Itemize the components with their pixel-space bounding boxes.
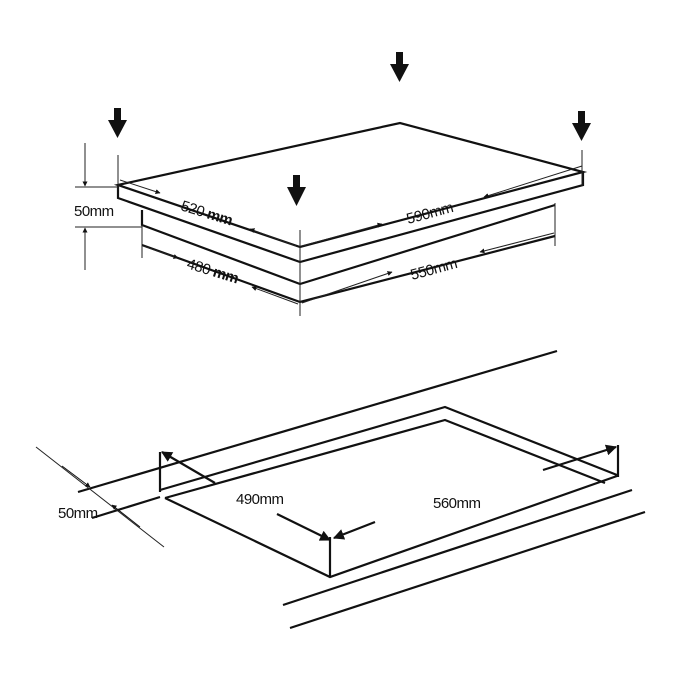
height-label: 50mm — [74, 203, 114, 220]
depth-body-label: 480 mm — [185, 256, 241, 288]
down-arrow-icon — [108, 108, 127, 138]
dim-arrow — [542, 444, 618, 472]
dim-arrow — [111, 504, 141, 528]
counter-back-edge — [77, 349, 558, 494]
hob-drawing — [113, 121, 588, 304]
dim-arrow — [249, 228, 297, 247]
dim-arrow — [276, 513, 331, 541]
down-arrow-icon — [390, 52, 409, 82]
clearance-label: 50mm — [58, 505, 98, 522]
counter-front-line — [91, 495, 161, 520]
cutout-dimensions — [35, 444, 618, 548]
dim-arrow — [61, 465, 91, 488]
dim-arrow — [332, 520, 376, 540]
cutout-inner-edge — [164, 418, 606, 500]
dim-arrow — [142, 245, 179, 259]
height-dimension — [75, 143, 142, 270]
cutout-drawing — [77, 349, 646, 630]
cutout-outer-edge — [159, 405, 618, 492]
down-arrow-icon — [287, 175, 306, 206]
cutout-width-label: 560mm — [433, 495, 481, 512]
counter-front-edge-lower — [289, 510, 646, 630]
dim-arrow — [479, 232, 555, 254]
dim-arrow — [301, 271, 393, 304]
dim-arrow — [119, 179, 161, 194]
cutout-front-edges — [164, 474, 618, 579]
hob-top-surface — [113, 121, 588, 249]
dim-arrow — [301, 222, 383, 247]
push-down-arrows — [108, 52, 591, 206]
width-body-label: 550mm — [409, 255, 459, 284]
down-arrow-icon — [572, 111, 591, 141]
cutout-depth-label: 490mm — [236, 491, 284, 508]
hob-body — [140, 203, 556, 286]
depth-outer-label: 520 mm — [179, 198, 235, 230]
width-outer-label: 590mm — [405, 199, 455, 228]
clearance-line — [35, 446, 165, 548]
dim-arrow — [483, 165, 583, 199]
dim-arrow — [251, 286, 299, 305]
counter-front-edge — [282, 488, 633, 607]
dim-arrow — [161, 451, 216, 484]
